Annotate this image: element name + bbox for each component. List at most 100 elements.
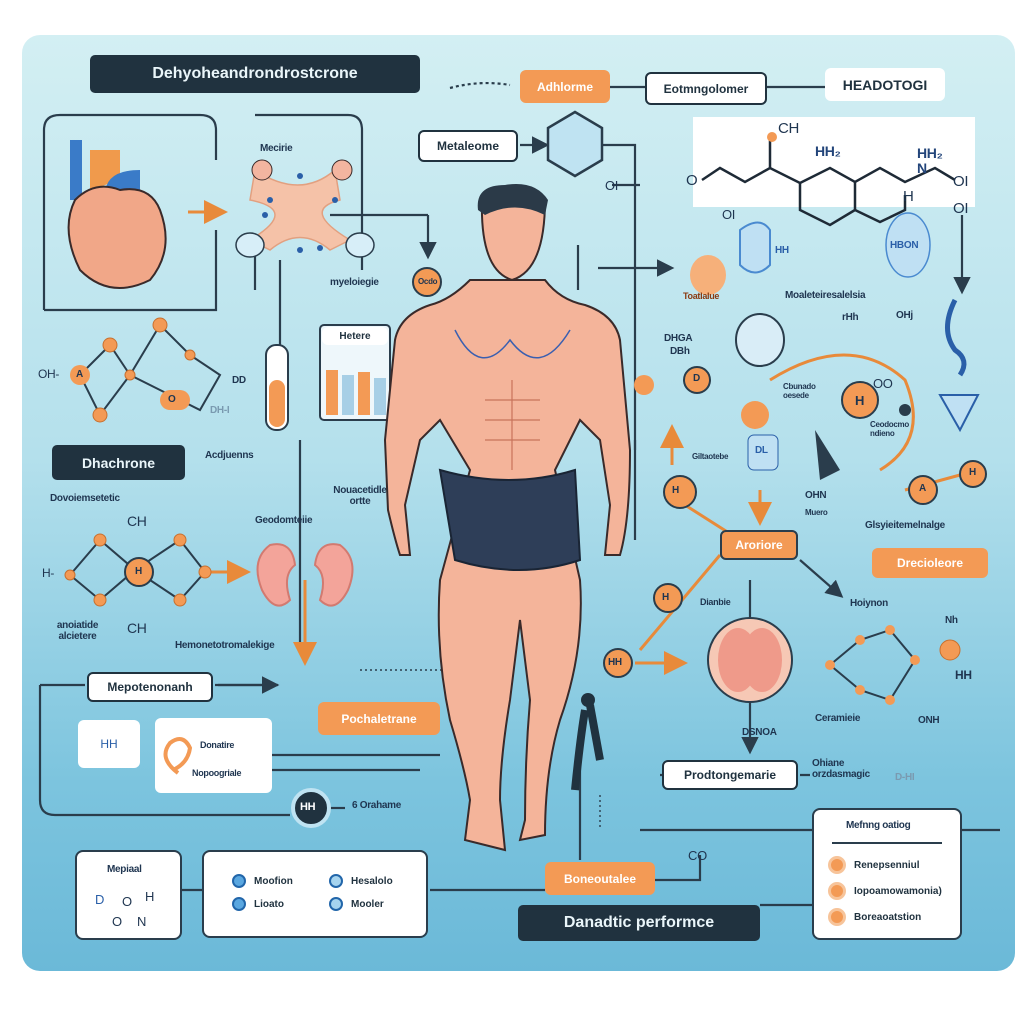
label-mecirie: Mecirie <box>260 143 293 154</box>
label-geodomteiie: Geodomteiie <box>255 515 313 526</box>
label-toatlalue: Toatlalue <box>683 291 720 301</box>
legend-label: Mooler <box>351 898 384 910</box>
chem-hh-small: HH <box>775 245 789 256</box>
label-hoiynon: Hoiynon <box>850 598 888 609</box>
label-myeloiegie: myeloiegie <box>330 277 379 288</box>
label-dl: DL <box>755 445 768 456</box>
label-ch-bottom: CH <box>127 620 147 636</box>
connector-lines <box>38 81 1000 907</box>
label-muero: Muero <box>805 508 828 517</box>
label-moaleteiresalelsia: Moaleteiresalelsia <box>785 290 866 301</box>
label-left-note: anoiatide alcietere <box>56 620 99 642</box>
label-ch-top: CH <box>127 513 147 529</box>
node-h: H <box>135 566 142 577</box>
adrenal-label: Adhlorme <box>520 70 610 103</box>
mepotenonanh-label: Mepotenonanh <box>87 672 213 702</box>
label-oo: OO <box>873 376 893 391</box>
label-nouacetidle: Nouacetidle ortte <box>333 485 387 507</box>
heart-icon <box>67 140 167 289</box>
label-h: H- <box>42 566 55 580</box>
right-card-title: Mefnng oatiog <box>846 820 911 831</box>
atom-d: D <box>95 892 105 907</box>
label-ohn: OHN <box>805 490 827 501</box>
hexagon-molecule-icon <box>546 110 604 178</box>
chem-o-right: OI <box>953 173 969 190</box>
label-orahame: 6 Orahame <box>352 800 401 811</box>
label-dh: DH-I <box>210 405 230 416</box>
dhachrone-label: Dhachrone <box>52 445 185 480</box>
atom-o: O <box>112 914 122 929</box>
label-nopoogriale: Nopoogriale <box>192 768 242 778</box>
drecioleore-label: Drecioleore <box>872 548 988 578</box>
legend-dot-icon <box>329 897 343 911</box>
orange-dot-icon <box>828 908 846 926</box>
legend-card: Moofion Hesalolo Lioato Mooler <box>202 850 428 938</box>
aroriore-label: Aroriore <box>720 530 798 560</box>
legend-item: Moofion <box>232 874 293 888</box>
metaleome-label: Metaleome <box>418 130 518 162</box>
chem-h: H <box>903 188 914 205</box>
performance-label: Danadtic performce <box>518 905 760 941</box>
node-d: D <box>693 373 700 384</box>
label-giltaotebe: Giltaotebe <box>692 452 729 461</box>
badge-label: Ocdo <box>418 277 438 286</box>
chem-oh: CH <box>778 120 800 137</box>
legend-dot-icon <box>232 874 246 888</box>
label-note1: Cbunado oesede <box>783 382 816 400</box>
hh-circle-label: HH <box>300 801 316 813</box>
right-card-item: Iopoamowamonia) <box>828 882 942 900</box>
mepiaal-title: Mepiaal <box>107 864 142 875</box>
label-oh: OH- <box>38 367 60 381</box>
node-hh: HH <box>608 657 622 668</box>
mepiaal-card: Mepiaal D O H O N <box>75 850 182 940</box>
node-h-mid: H <box>662 592 669 603</box>
label-donatire: Donatire <box>200 740 235 750</box>
metabolism-top-label: Eotmngolomer <box>645 72 767 105</box>
node-a: A <box>76 369 83 380</box>
heart-panel-frame <box>42 113 218 312</box>
kidney-icon <box>256 543 354 607</box>
label-rhh: rHh <box>842 312 859 323</box>
label-acdjuenns: Acdjuenns <box>205 450 254 461</box>
label-hemonetotromalekige: Hemonetotromalekige <box>175 640 275 651</box>
label-ceramieie: Ceramieie <box>815 713 861 724</box>
atom-o-top: O <box>122 894 132 909</box>
legend-item: Mooler <box>329 897 384 911</box>
right-legend-card: Mefnng oatiog Renepsenniul Iopoamowamoni… <box>812 808 962 940</box>
node-h-small: H <box>672 485 679 496</box>
gland-icon <box>235 159 375 258</box>
label-note2: Ceodocmo ndieno <box>870 420 909 438</box>
label-dd: DD <box>232 375 246 386</box>
node-h2-right: H <box>969 467 976 478</box>
chem-hbon: HBON <box>890 240 919 251</box>
legend-label: Moofion <box>254 875 293 887</box>
page-title: Dehyoheandrondrostcrone <box>90 55 420 93</box>
badge-circle <box>412 267 442 297</box>
legend-item: Hesalolo <box>329 874 393 888</box>
node-a-right: A <box>919 483 926 494</box>
runner-silhouette <box>571 704 604 791</box>
pochaletrane-label: Pochaletrane <box>318 702 440 735</box>
label-dovo: Dovoiemsetetic <box>50 493 120 504</box>
chem-o-near-hex: OI <box>605 178 619 193</box>
label-glsyieitemelnalge: Glsyieitemelnalge <box>865 520 945 531</box>
orange-dot-icon <box>828 882 846 900</box>
boneoutalee-label: Boneoutalee <box>545 862 655 895</box>
label-hh-right: HH <box>955 668 972 682</box>
header-right-label: HEADOTOGI <box>825 68 945 101</box>
label-co: CO <box>688 848 707 863</box>
label-ohiane: Ohiane orzdasmagic <box>812 758 870 780</box>
loop-arrow-icon <box>163 737 193 775</box>
label-dhga: DHGA <box>664 333 693 344</box>
right-card-item-label: Boreaoatstion <box>854 911 922 923</box>
legend-label: Lioato <box>254 898 284 910</box>
label-dh-right: D-HI <box>895 772 915 783</box>
hh-card: HH <box>78 720 140 768</box>
chem-nh-right: HH₂ <box>917 145 943 161</box>
chem-o-left: O <box>686 172 698 189</box>
beaker-label: Hetere <box>322 327 388 345</box>
legend-item: Lioato <box>232 897 284 911</box>
right-card-item: Renepsenniul <box>828 856 920 874</box>
legend-dot-icon <box>329 874 343 888</box>
